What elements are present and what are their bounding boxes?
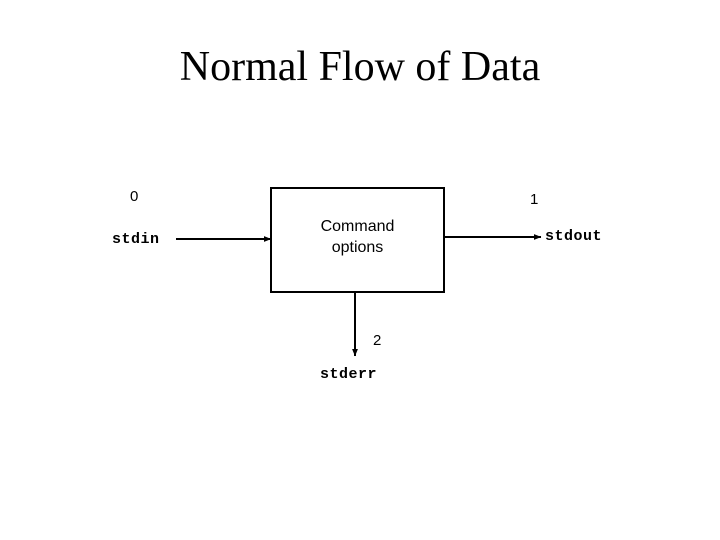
stream-label-stdout: stdout [545, 228, 603, 245]
process-label-line2: options [331, 239, 384, 256]
fd-number-stderr: 2 [373, 332, 382, 349]
fd-number-stdout: 1 [530, 191, 539, 208]
process-label-line1: Command [320, 218, 395, 235]
page-title: Normal Flow of Data [179, 44, 541, 90]
command-process-box [270, 187, 445, 293]
stream-label-stdin: stdin [112, 231, 160, 248]
command-process-label: Command options [270, 216, 445, 258]
stream-label-stderr: stderr [320, 366, 378, 383]
fd-number-stdin: 0 [130, 188, 139, 205]
